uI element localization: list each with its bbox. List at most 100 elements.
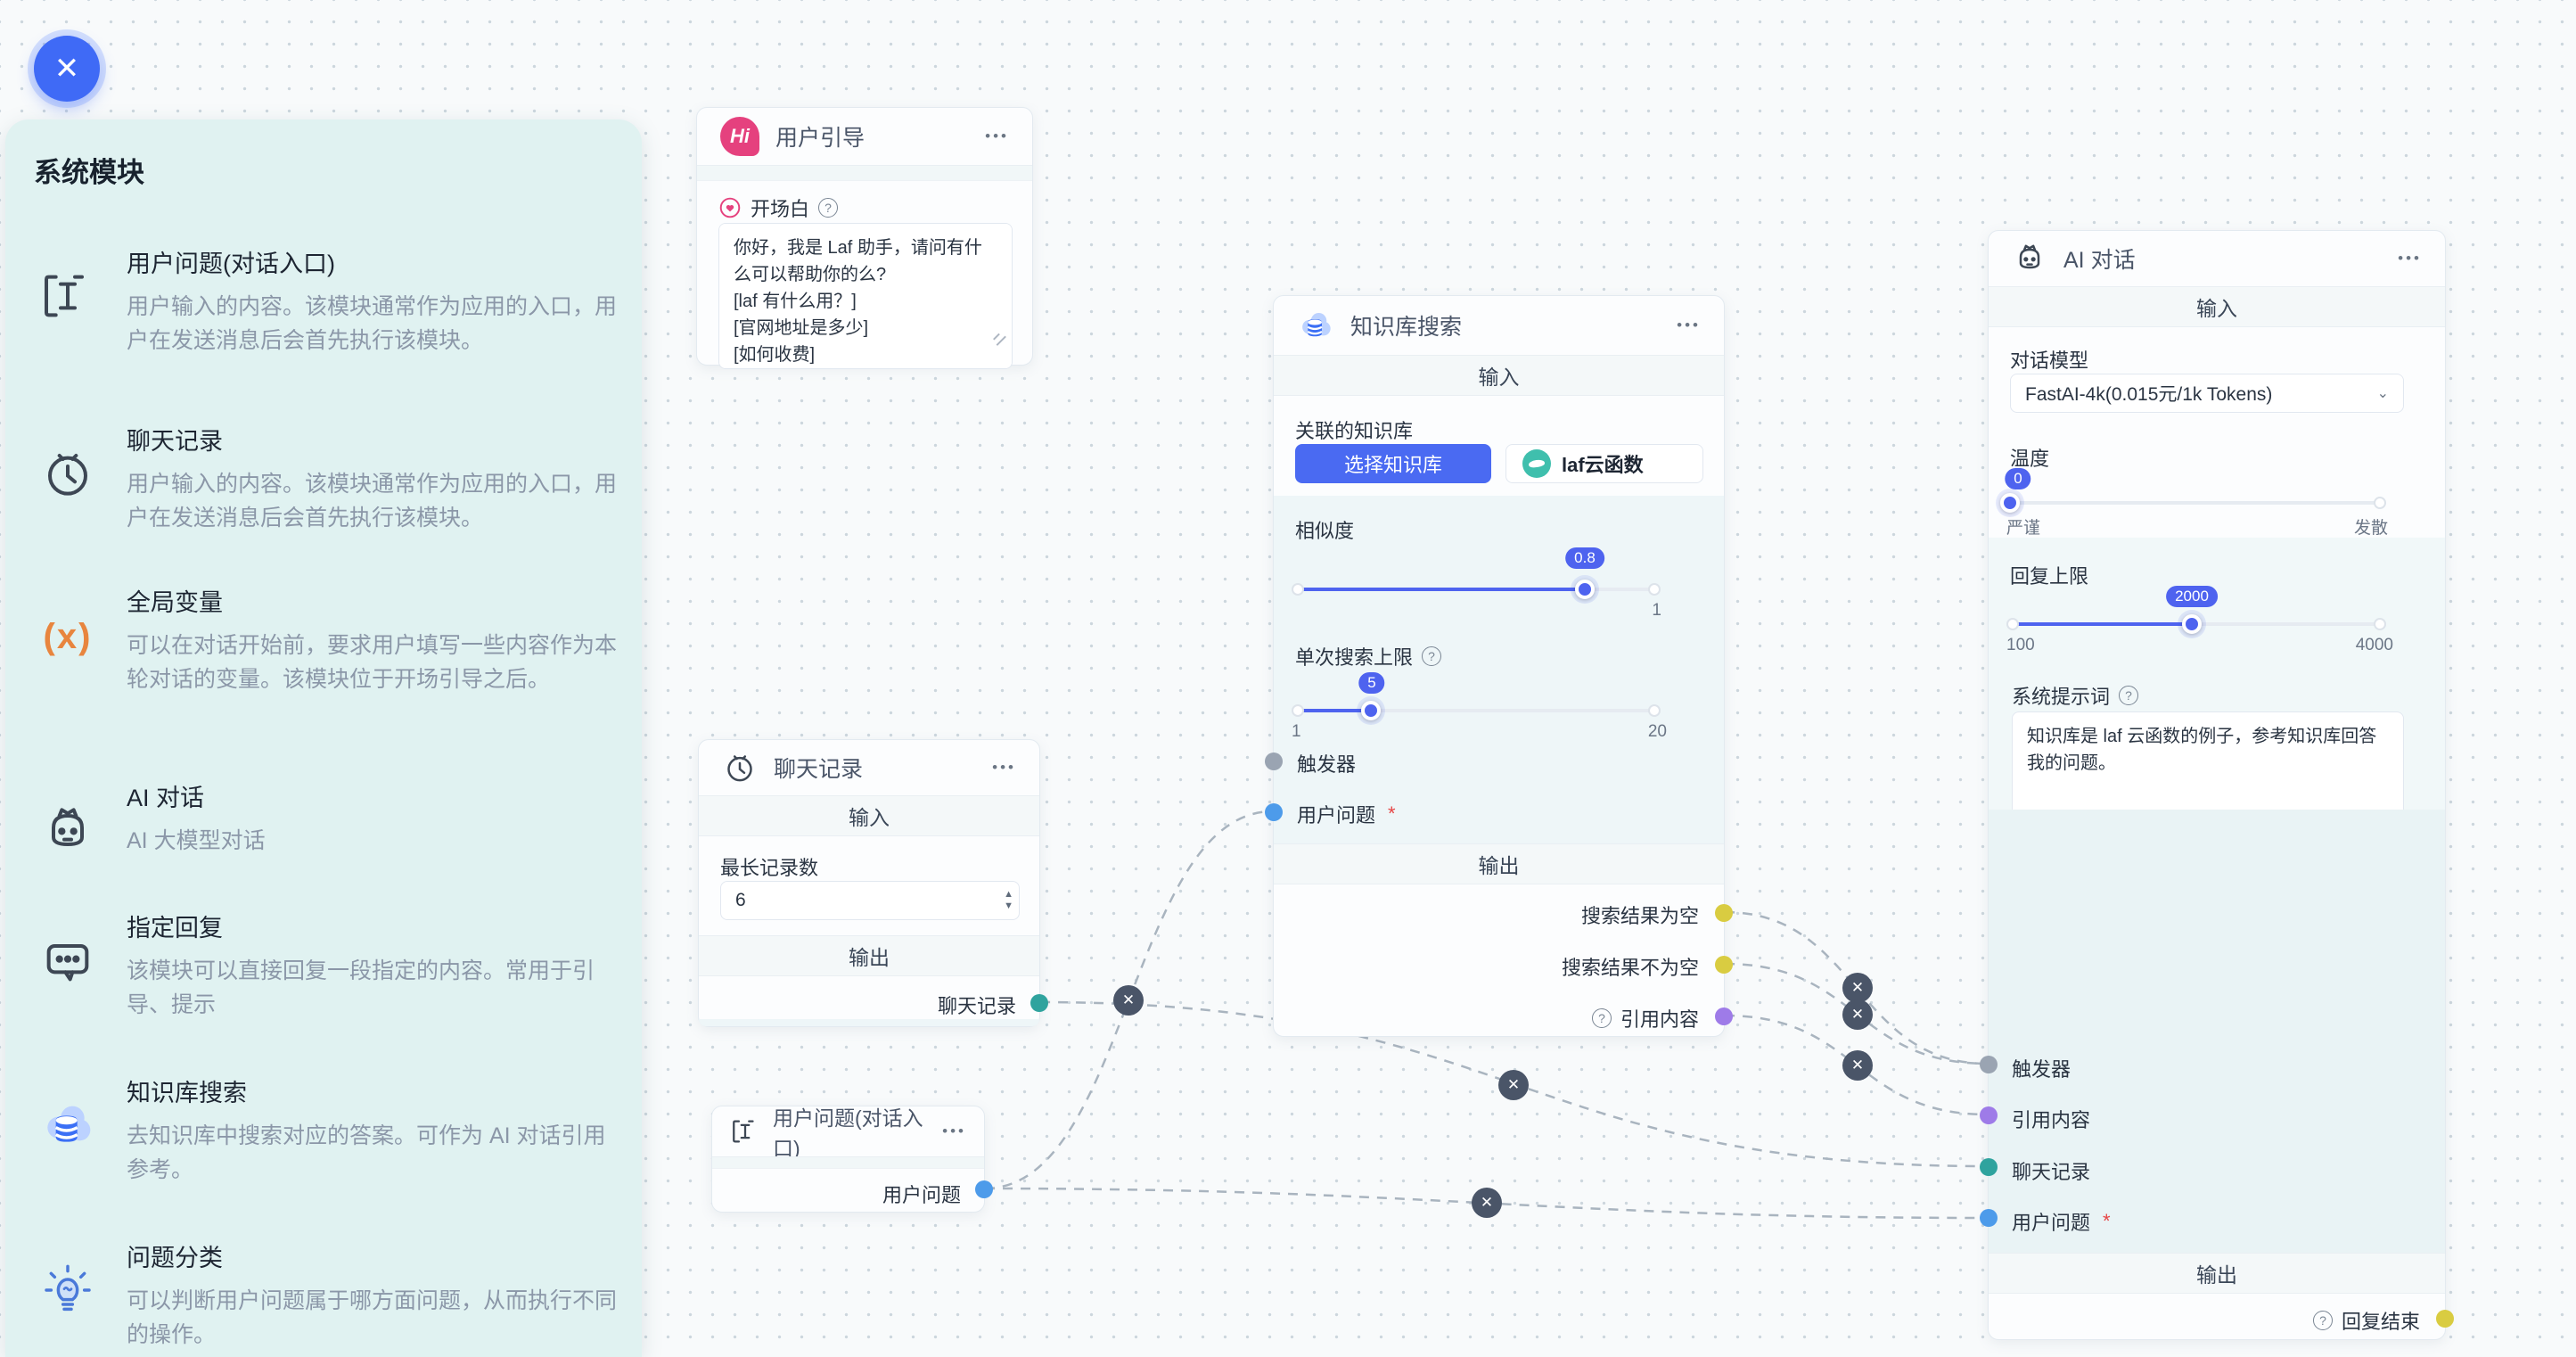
delete-connection-icon[interactable]: ✕ [1842,1050,1873,1081]
node-title: 知识库搜索 [1350,315,1463,340]
node-title: 用户问题(对话入口) [773,1106,923,1160]
system-prompt-label: 系统提示词 ? [2012,681,2139,710]
node-menu-icon[interactable]: ••• [2398,250,2422,267]
module-desc: 去知识库中搜索对应的答案。可作为 AI 对话引用参考。 [127,1123,606,1182]
module-item-fixed-reply[interactable]: 指定回复 该模块可以直接回复一段指定的内容。常用于引导、提示 [34,909,619,1022]
temperature-slider[interactable] [2000,493,2386,513]
text-cursor-icon [34,244,102,358]
output-port-chat-history[interactable] [1030,994,1048,1012]
input-trigger: 触发器 [1297,753,1357,776]
select-kb-button[interactable]: 选择知识库 [1295,444,1491,483]
node-user-question[interactable]: 用户问题(对话入口) ••• 用户问题 [711,1106,993,1213]
output-port-search-not-empty[interactable] [1715,956,1733,974]
module-item-kb-search[interactable]: 知识库搜索 去知识库中搜索对应的答案。可作为 AI 对话引用参考。 [34,1073,619,1187]
model-label: 对话模型 [2010,350,2089,372]
node-ai-chat[interactable]: AI 对话 ••• 输入 对话模型 FastAI-4k(0.015元/1k To… [1980,230,2454,1340]
node-chat-history[interactable]: 聊天记录 ••• 输入 最长记录数 6 ▲▼ 输出 聊天记录 [698,739,1048,1027]
chevron-down-icon: ⌄ [2376,386,2389,401]
module-item-chat-history[interactable]: 聊天记录 用户输入的内容。该模块通常作为应用的入口，用户在发送消息后会首先执行该… [34,422,619,535]
module-item-question-classify[interactable]: 问题分类 可以判断用户问题属于哪方面问题，从而执行不同的操作。 [34,1238,619,1352]
delete-connection-icon[interactable]: ✕ [1498,1070,1529,1100]
model-select[interactable]: FastAI-4k(0.015元/1k Tokens)⌄ [2010,374,2404,413]
top-k-label: 单次搜索上限 ? [1295,642,1442,670]
output-port-search-empty[interactable] [1715,904,1733,922]
help-icon[interactable]: ? [818,198,839,218]
heart-bubble-icon [719,197,741,218]
temp-max-label: 发散 [2353,519,2388,538]
input-port-user-question[interactable] [1265,803,1283,821]
text-cursor-icon [733,1120,754,1143]
input-section-header: 输入 [1274,355,1724,396]
node-title: 用户引导 [775,126,866,151]
input-port-user-question[interactable] [1980,1209,1998,1227]
similarity-value-badge: 0.8 [1565,547,1604,569]
output-user-question: 用户问题 [882,1184,961,1206]
delete-connection-icon[interactable]: ✕ [1472,1188,1502,1218]
knowledge-base-icon [34,1073,102,1187]
top-k-min-label: 1 [1292,722,1301,741]
node-menu-icon[interactable]: ••• [992,759,1016,776]
max-token-label: 回复上限 [2010,565,2089,588]
max-token-slider[interactable] [2006,614,2386,634]
module-title: AI 对话 [127,785,205,811]
input-port-trigger[interactable] [1265,753,1283,770]
output-port-quote[interactable] [1715,1007,1733,1025]
input-chat-history: 聊天记录 [2012,1161,2091,1183]
module-desc: 可以在对话开始前，要求用户填写一些内容作为本轮对话的变量。该模块位于开场引导之后… [127,633,618,692]
temperature-value-badge: 0 [2005,468,2031,489]
delete-connection-icon[interactable]: ✕ [1113,985,1144,1016]
laf-logo-icon [1522,449,1551,478]
similarity-max-label: 1 [1652,601,1661,620]
output-port-user-question[interactable] [975,1180,993,1198]
node-title: AI 对话 [2063,248,2136,273]
output-search-not-empty: 搜索结果不为空 [1561,957,1699,979]
input-section-header: 输入 [699,795,1039,836]
number-stepper[interactable]: ▲▼ [1004,889,1013,911]
robot-icon [2019,244,2040,269]
input-user-question: 用户问题* [1297,802,1396,827]
input-port-quote[interactable] [1980,1106,1998,1124]
node-menu-icon[interactable]: ••• [985,127,1009,144]
module-item-global-vars[interactable]: (x) 全局变量 可以在对话开始前，要求用户填写一些内容作为本轮对话的变量。该模… [34,583,619,696]
node-menu-icon[interactable]: ••• [942,1123,966,1139]
knowledge-base-icon [1302,313,1331,337]
dataset-label: 关联的知识库 [1295,420,1414,442]
output-section-header: 输出 [699,935,1039,976]
help-icon[interactable]: ? [1591,1008,1612,1028]
top-k-max-label: 20 [1647,722,1667,741]
top-k-slider[interactable] [1292,701,1661,720]
help-icon[interactable]: ? [1422,646,1442,666]
delete-connection-icon[interactable]: ✕ [1842,999,1873,1030]
system-modules-panel: 系统模块 用户问题(对话入口) 用户输入的内容。该模块通常作为应用的入口，用户在… [5,119,642,1357]
max-records-input[interactable]: 6 ▲▼ [720,881,1020,920]
input-port-chat-history[interactable] [1980,1158,1998,1176]
input-trigger: 触发器 [2012,1058,2071,1081]
node-kb-search[interactable]: 知识库搜索 ••• 输入 关联的知识库 选择知识库 laf云函数 相似度 0.8… [1265,295,1733,1037]
output-section-header: 输出 [1274,843,1724,884]
max-token-min-label: 100 [2006,636,2035,654]
help-icon[interactable]: ? [2312,1311,2333,1330]
clock-icon [34,422,102,535]
close-panel-button[interactable]: ✕ [34,36,100,102]
help-icon[interactable]: ? [2119,686,2139,705]
module-item-user-question[interactable]: 用户问题(对话入口) 用户输入的内容。该模块通常作为应用的入口，用户在发送消息后… [34,244,619,358]
opening-textarea[interactable]: 你好，我是 Laf 助手，请问有什么可以帮助你的么? [laf 有什么用？] [… [718,223,1013,369]
clock-icon [727,755,752,782]
node-user-guide[interactable]: Hi 用户引导 ••• 开场白 ? 你好，我是 Laf 助手，请问有什么可以帮助… [696,107,1033,369]
output-answer-finish: ?回复结束 [2312,1306,2420,1335]
input-port-trigger[interactable] [1980,1056,1998,1073]
module-item-ai-chat[interactable]: AI 对话 AI 大模型对话 [34,778,619,859]
module-desc: 用户输入的内容。该模块通常作为应用的入口，用户在发送消息后会首先执行该模块。 [127,472,618,530]
module-title: 知识库搜索 [127,1080,247,1106]
module-title: 全局变量 [127,589,223,616]
max-token-value-badge: 2000 [2166,586,2218,607]
delete-connection-icon[interactable]: ✕ [1842,973,1873,1003]
module-desc: 该模块可以直接回复一段指定的内容。常用于引导、提示 [127,958,595,1017]
similarity-slider[interactable] [1292,580,1661,599]
output-quote: ?引用内容 [1591,1004,1699,1032]
input-quote: 引用内容 [2012,1109,2091,1131]
kb-dataset-chip[interactable]: laf云函数 [1505,444,1703,483]
node-menu-icon[interactable]: ••• [1677,317,1701,333]
output-port-answer-finish[interactable] [2436,1310,2454,1328]
temp-min-label: 严谨 [2006,519,2041,538]
